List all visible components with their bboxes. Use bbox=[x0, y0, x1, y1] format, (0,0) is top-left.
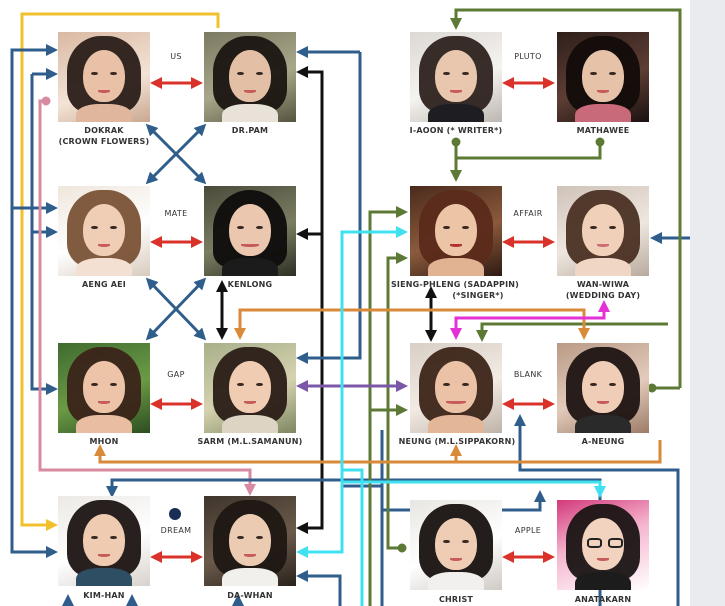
relation-label-blank: BLANK bbox=[513, 370, 543, 379]
name-anatakarn: ANATAKARN bbox=[574, 595, 632, 604]
portrait-aneung bbox=[557, 343, 649, 433]
relation-label-dream: DREAM bbox=[160, 526, 192, 535]
name-kenlong: KENLONG bbox=[227, 280, 273, 289]
name-neung: NEUNG (M.L.SIPPAKORN) bbox=[398, 437, 516, 446]
portrait-mathawee bbox=[557, 32, 649, 122]
name-drpam: DR.PAM bbox=[231, 126, 269, 135]
portrait-anatakarn bbox=[557, 500, 649, 590]
portrait-neung bbox=[410, 343, 502, 433]
yellow-connector bbox=[20, 12, 220, 531]
relation-label-gap: GAP bbox=[167, 370, 185, 379]
name-dokrak: DOKRAK (CROWN FLOWERS) bbox=[58, 126, 150, 146]
portrait-wanwiwa bbox=[557, 186, 649, 276]
portrait-aengaei bbox=[58, 186, 150, 276]
red-relation-arrows bbox=[150, 77, 555, 563]
portrait-dawhan bbox=[204, 496, 296, 586]
name-aengaei: AENG AEI bbox=[82, 280, 126, 289]
connector-lines bbox=[10, 8, 690, 606]
name-wanwiwa: WAN-WIWA (WEDDING DAY) bbox=[565, 280, 641, 300]
name-dawhan: DA-WHAN bbox=[227, 591, 273, 600]
name-iaoon: I-AOON (* WRITER*) bbox=[409, 126, 503, 135]
relation-label-affair: AFFAIR bbox=[513, 209, 543, 218]
blue-left-connectors bbox=[10, 44, 58, 558]
portrait-kimhan bbox=[58, 496, 150, 586]
magenta-connector bbox=[450, 300, 610, 340]
relationship-chart: DOKRAK (CROWN FLOWERS) DR.PAM AENG AEI K… bbox=[0, 0, 690, 606]
pink-connector bbox=[38, 96, 256, 496]
relation-label-pluto: PLUTO bbox=[514, 52, 542, 61]
portrait-christ bbox=[410, 500, 502, 590]
portrait-siengphleng bbox=[410, 186, 502, 276]
portrait-dokrak bbox=[58, 32, 150, 122]
name-mhon: MHON bbox=[89, 437, 119, 446]
portrait-iaoon bbox=[410, 32, 502, 122]
dream-dot-icon bbox=[169, 508, 181, 520]
name-christ: CHRIST bbox=[438, 595, 474, 604]
relation-label-apple: APPLE bbox=[514, 526, 542, 535]
name-kimhan: KIM-HAN bbox=[83, 591, 125, 600]
portrait-drpam bbox=[204, 32, 296, 122]
portrait-sarm bbox=[204, 343, 296, 433]
cyan-connectors bbox=[296, 226, 606, 606]
portrait-kenlong bbox=[204, 186, 296, 276]
blue-cross-arrows bbox=[145, 123, 207, 341]
page-gutter bbox=[690, 0, 725, 606]
portrait-mhon bbox=[58, 343, 150, 433]
relation-label-us: US bbox=[170, 52, 182, 61]
name-siengphleng: SIENG-PHLENG (SADAPPIN) (*SINGER*) bbox=[390, 280, 520, 300]
relation-label-mate: MATE bbox=[164, 209, 188, 218]
name-mathawee: MATHAWEE bbox=[576, 126, 630, 135]
name-aneung: A-NEUNG bbox=[581, 437, 625, 446]
name-sarm: SARM (M.L.SAMANUN) bbox=[197, 437, 303, 446]
